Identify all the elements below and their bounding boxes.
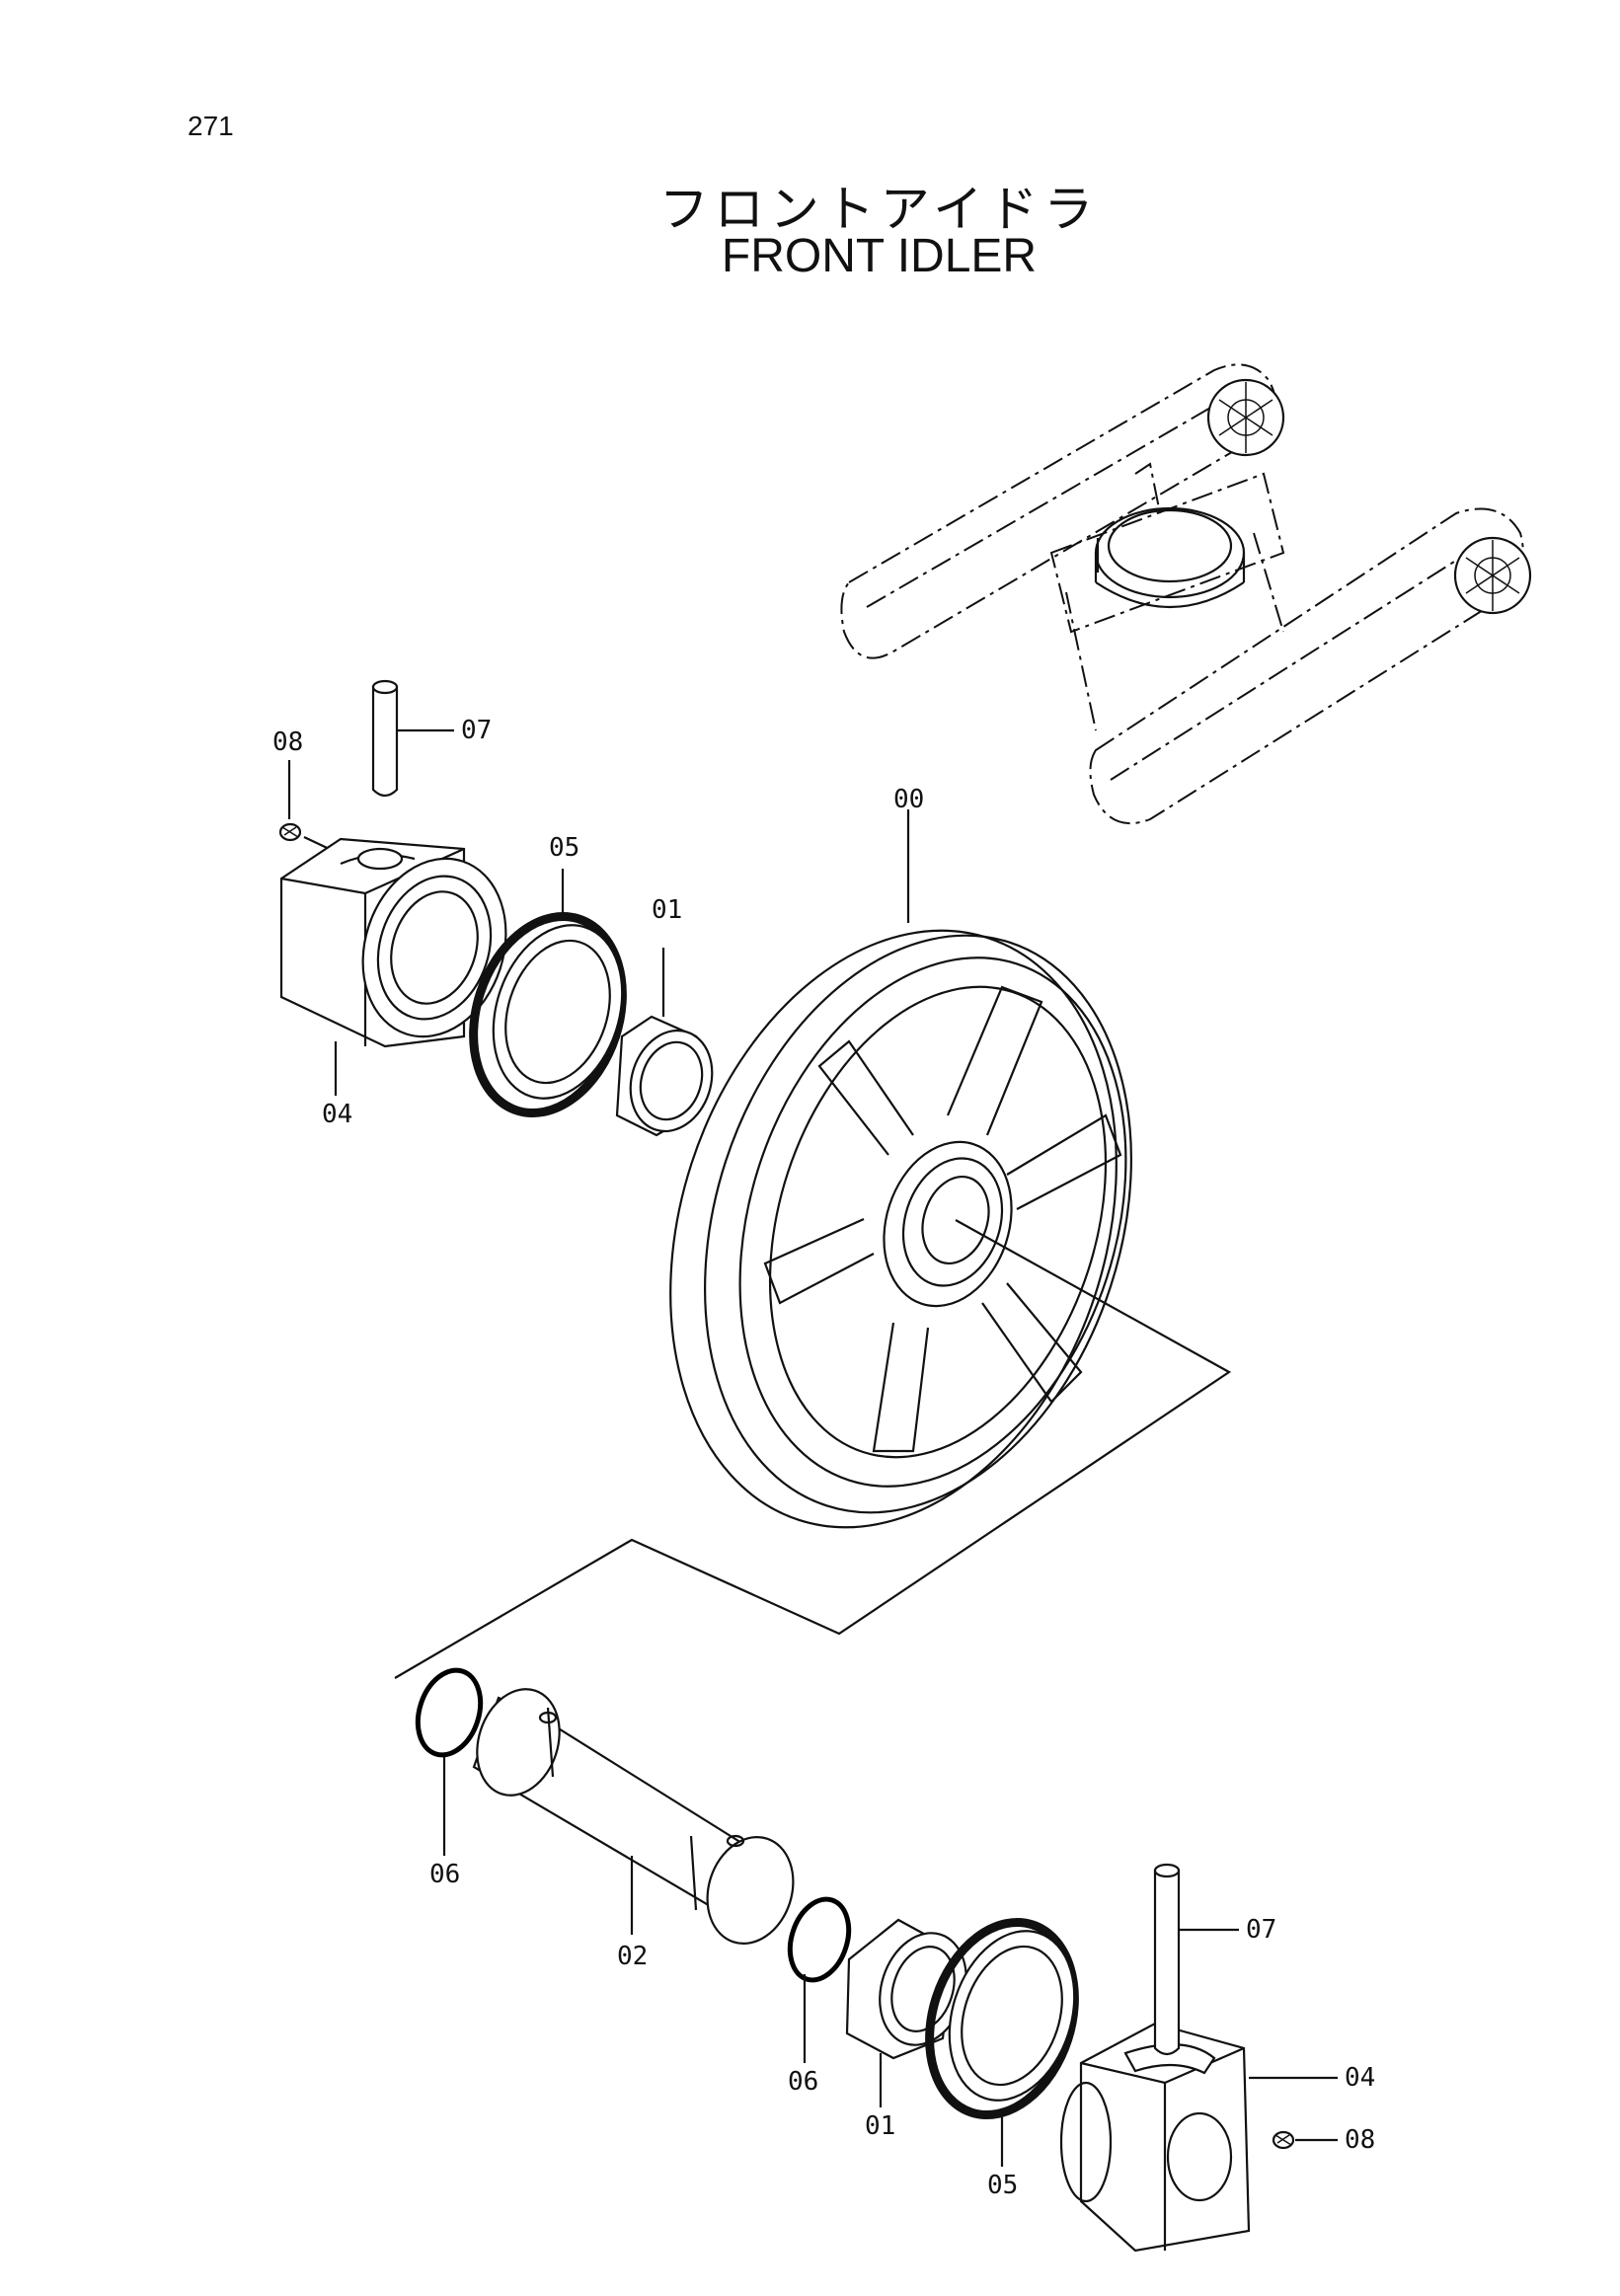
part-01-bushing-bottom: [845, 1918, 967, 2107]
part-00-idler-wheel: [394, 809, 1232, 1679]
callout-04-top: 04: [322, 1100, 352, 1129]
callout-01-bottom: 01: [865, 2111, 895, 2141]
page-number: 271: [188, 111, 234, 141]
part-05-seal-top: [469, 869, 627, 1118]
callout-06-left: 06: [429, 1860, 460, 1889]
part-04-housing-bottom: [1059, 2022, 1338, 2253]
part-05-seal-bottom: [925, 1917, 1079, 2167]
callout-00: 00: [893, 785, 924, 814]
callout-labels: 00 01 05 07 08 04 06 02 06 01 05 07 04 0…: [272, 716, 1375, 2200]
callout-08-top: 08: [272, 727, 303, 757]
callout-02: 02: [617, 1942, 648, 1971]
callout-05-bottom: 05: [987, 2171, 1018, 2200]
part-02-shaft: [472, 1688, 795, 1945]
part-07-pin-top: [371, 679, 454, 798]
callout-01-top: 01: [652, 895, 682, 925]
part-08-plug-top: [278, 760, 339, 854]
part-04-housing-top: [279, 837, 507, 1096]
callout-04-bottom: 04: [1345, 2063, 1375, 2093]
part-01-bushing-top: [615, 948, 714, 1137]
part-08-plug-bottom: [1272, 2130, 1338, 2150]
part-07-pin-bottom: [1153, 1863, 1239, 2056]
callout-05-top: 05: [549, 833, 579, 863]
callout-08-bottom: 08: [1345, 2125, 1375, 2155]
callout-06-right: 06: [788, 2067, 818, 2097]
part-06-oring-left: [415, 1667, 484, 1856]
title-japanese: フロントアイドラ: [658, 181, 1100, 238]
callout-07-bottom: 07: [1246, 1915, 1276, 1945]
callout-07-top: 07: [461, 716, 492, 745]
part-06-oring-right: [787, 1896, 852, 2063]
undercarriage-overview: [840, 363, 1532, 824]
title-english: FRONT IDLER: [721, 230, 1038, 282]
